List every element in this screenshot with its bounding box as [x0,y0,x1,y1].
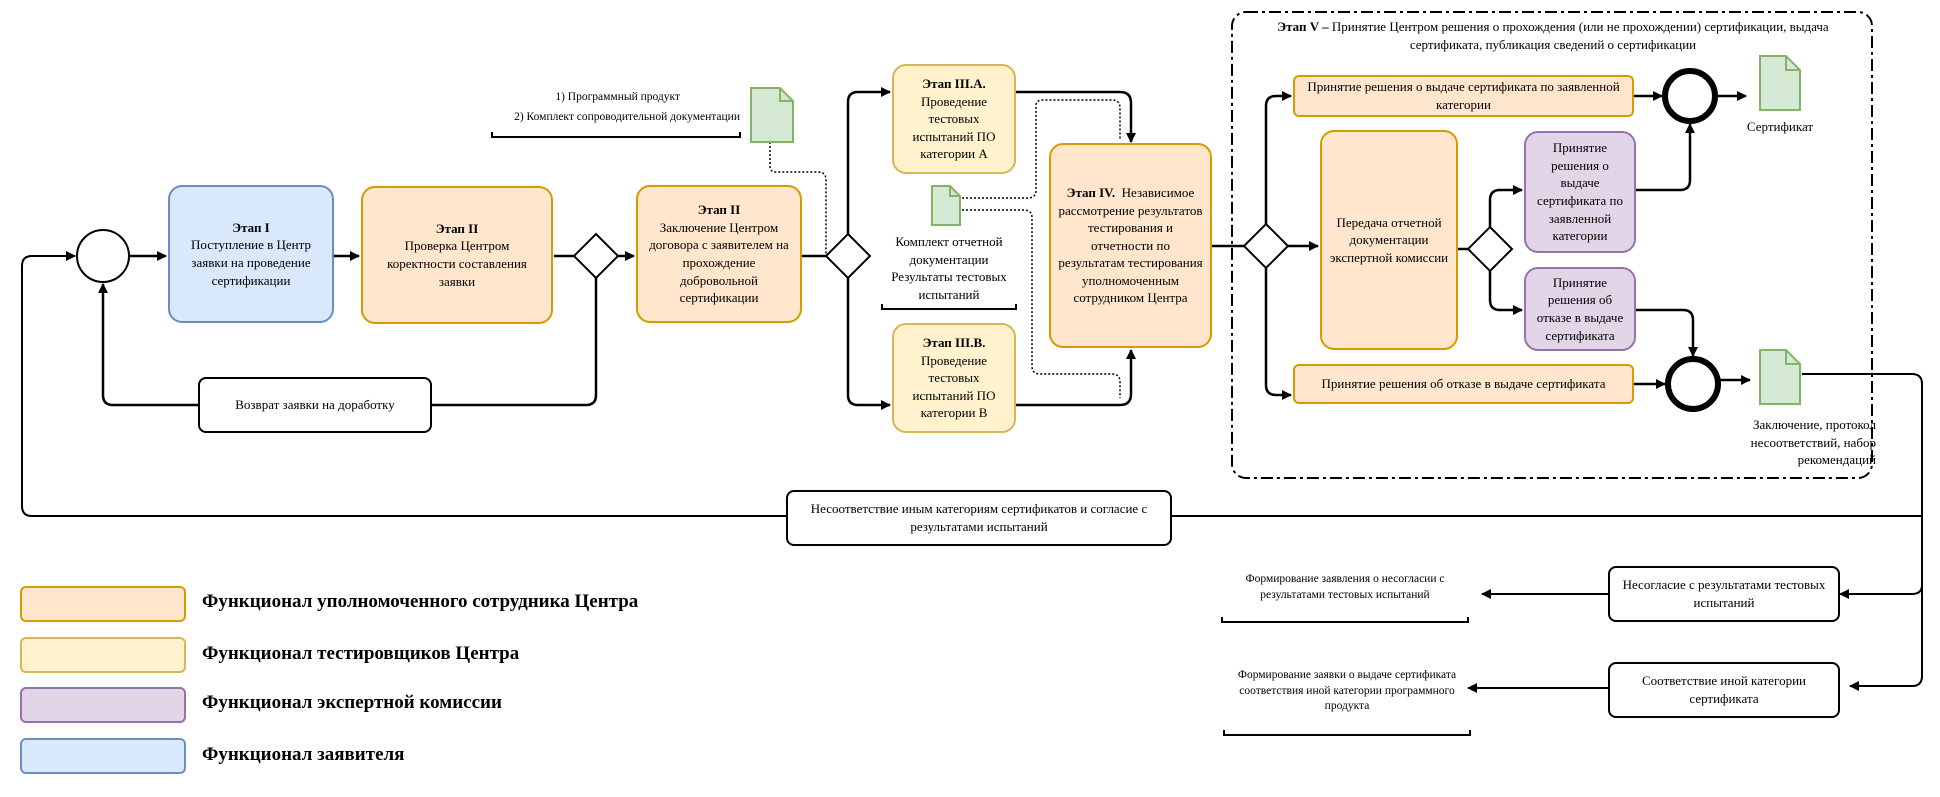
flow-gw3-issue [1264,91,1292,224]
stage5-text: Принятие Центром решения о прохождения (… [1331,19,1829,52]
flow-stage3b-stage4 [1016,349,1136,407]
decision-refuse-box: Принятие решения об отказе в выдаче серт… [1293,364,1634,404]
stage3a-box: Этап III.А. Проведение тестовых испытани… [892,64,1016,174]
mismatch-other-box: Несоответствие иным категориям сертифика… [786,490,1172,546]
bracket-form-disagreement [1221,617,1469,623]
decision-issue-text: Принятие решения о выдаче сертификата по… [1307,79,1620,112]
conclusion-text: Заключение, протокол несоответствий, наб… [1750,417,1876,468]
flow-gw3-refuse [1264,268,1292,400]
flow-commission-refuse-end [1636,308,1698,357]
legend-swatch-center-employee [20,586,186,622]
stage2a-title: Этап II [435,220,479,236]
legend-label-applicant: Функционал заявителя [202,744,405,765]
stage5-heading: Этап V – Принятие Центром решения о прох… [1248,18,1858,53]
legend-swatch-testers [20,637,186,673]
transfer-commission-box: Передача отчетной документации экспертно… [1320,130,1458,350]
decision-issue-box: Принятие решения о выдаче сертификата по… [1293,75,1634,117]
document-icon-certificate [1759,55,1801,111]
end-event-refuse [1665,356,1721,412]
flow-commission-issue-end [1636,123,1695,192]
stage1-title: Этап I [232,219,270,235]
return-rework-box: Возврат заявки на доработку [198,377,432,433]
disagree-results-text: Несогласие с результатами тестовых испыт… [1622,577,1826,610]
form-other-category-text: Формирование заявки о выдаче сертификата… [1237,669,1457,713]
software-docs-note: 1) Программный продукт 2) Комплект сопро… [470,90,740,125]
legend-label-testers: Функционал тестировщиков Центра [202,643,520,664]
assoc-report-docs-b [962,209,1121,398]
report-docs-line2: Результаты тестовых испытаний [891,269,1007,302]
software-docs-line1: 1) Программный продукт [555,91,680,103]
match-other-box: Соответствие иной категории сертификата [1608,662,1840,718]
return-rework-text: Возврат заявки на доработку [235,397,395,413]
flow-conclusion-trunk [1802,373,1923,691]
stage3a-text: Проведение тестовых испытаний ПО категор… [912,93,996,162]
document-icon-software [750,87,794,143]
stage5-container [1231,11,1873,479]
conclusion-label: Заключение, протокол несоответствий, наб… [1690,416,1876,469]
flow-gw1-return [432,278,598,407]
legend-label-commission: Функционал экспертной комиссии [202,692,502,713]
match-other-text: Соответствие иной категории сертификата [1642,673,1806,706]
flow-stage3a-stage4 [1016,90,1136,143]
legend-swatch-commission [20,687,186,723]
disagree-results-box: Несогласие с результатами тестовых испыт… [1608,566,1840,622]
stage2b-box: Этап II Заключение Центром договора с за… [636,185,802,323]
stage4-box: Этап IV. Независимое рассмотрение резуль… [1049,143,1212,348]
stage4-title: Этап IV. [1066,185,1116,201]
commission-refuse-text: Принятие решения об отказе в выдаче серт… [1536,274,1624,343]
commission-issue-box: Принятие решения о выдаче сертификата по… [1524,131,1636,253]
flow-gw4-commission-issue [1488,185,1523,227]
stage2a-text: Проверка Центром коректности составления… [387,238,527,289]
stage3b-title: Этап III.В. [922,335,986,351]
stage5-title: Этап V – [1277,19,1329,34]
stage4-content: Этап IV. Независимое рассмотрение резуль… [1057,184,1204,307]
stage2b-title: Этап II [697,202,741,218]
flow-return-start [98,283,198,407]
flow-mismatch-start [21,251,786,517]
legend-label-center-employee: Функционал уполномоченного сотрудника Це… [202,591,639,612]
stage1-box: Этап I Поступление в Центр заявки на про… [168,185,334,323]
stage3a-title: Этап III.А. [922,76,986,92]
report-docs-note: Комплект отчетной документации Результат… [878,233,1020,303]
document-icon-conclusion [1759,349,1801,405]
gateway-2 [824,232,872,280]
stage3b-box: Этап III.В. Проведение тестовых испытани… [892,323,1016,433]
commission-issue-text: Принятие решения о выдаче сертификата по… [1537,140,1623,244]
assoc-software-docs [769,142,827,258]
bracket-software-docs [491,132,741,138]
stage1-text: Поступление в Центр заявки на проведение… [191,237,311,288]
flow-trunk-disagree [1839,584,1923,599]
end-event-issue [1662,68,1718,124]
software-docs-line2: 2) Комплект сопроводительной документаци… [514,110,740,123]
form-other-category-note: Формирование заявки о выдаче сертификата… [1224,668,1470,715]
gateway-3 [1242,222,1290,270]
gateway-4 [1466,225,1514,273]
report-docs-line1: Комплект отчетной документации [895,234,1003,267]
stage2b-text: Заключение Центром договора с заявителем… [649,219,789,306]
assoc-report-docs-a [962,99,1121,199]
commission-refuse-box: Принятие решения об отказе в выдаче серт… [1524,267,1636,351]
bracket-report-docs [881,304,1017,310]
flow-gw2-stage3b [846,278,891,410]
stage4-text: Независимое рассмотрение результатов тес… [1058,185,1203,306]
flow-gw4-commission-refuse [1488,271,1523,315]
decision-refuse-text: Принятие решения об отказе в выдаче серт… [1321,376,1606,392]
form-disagreement-note: Формирование заявления о несогласии с ре… [1222,572,1468,603]
flow-gw2-stage3a [846,87,891,234]
stage2a-box: Этап II Проверка Центром коректности сос… [361,186,553,324]
form-disagreement-text: Формирование заявления о несогласии с ре… [1245,573,1445,601]
legend-swatch-applicant [20,738,186,774]
transfer-commission-text: Передача отчетной документации экспертно… [1329,214,1449,265]
bracket-form-other [1223,730,1471,736]
mismatch-other-text: Несоответствие иным категориям сертифика… [810,501,1148,534]
start-event [76,229,130,283]
stage3b-text: Проведение тестовых испытаний ПО категор… [912,352,996,421]
gateway-1 [572,232,620,280]
document-icon-report [931,185,961,226]
certificate-label: Сертификат [1746,119,1814,134]
